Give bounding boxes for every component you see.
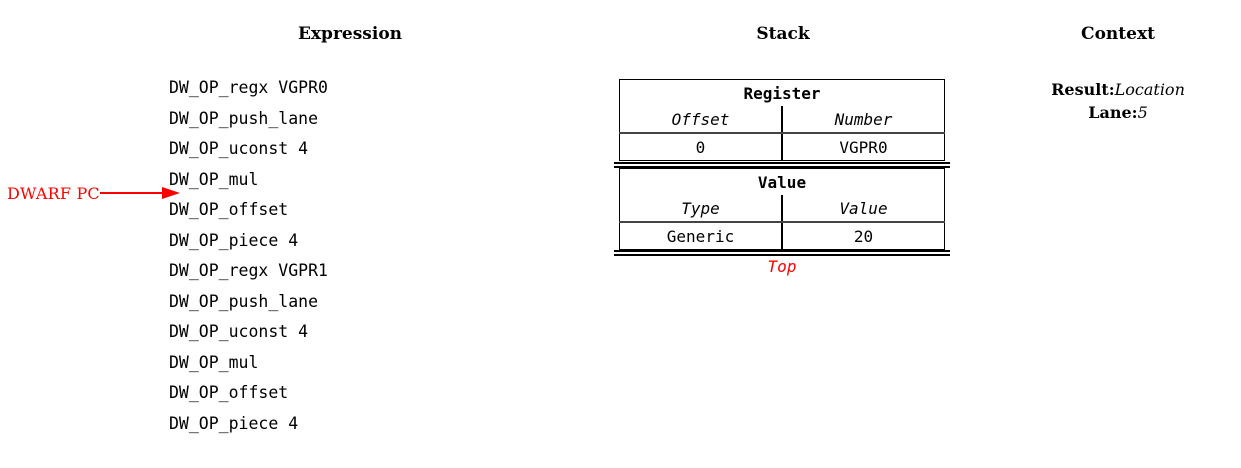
expression-line: DW_OP_push_lane <box>169 108 319 128</box>
stack-value-number: VGPR0 <box>781 133 945 161</box>
expression-line-current: DW_OP_offset <box>169 200 289 219</box>
context-column-heading: Context <box>1081 24 1155 44</box>
table-row-header: Type Value <box>619 195 945 223</box>
stack-column-heading: Stack <box>756 24 810 44</box>
context-block: Result:Location Lane:5 <box>1018 78 1218 124</box>
stack-column-header-value: Value <box>781 195 945 223</box>
expression-line: DW_OP_regx VGPR0 <box>169 78 328 97</box>
context-key-lane: Lane: <box>1088 103 1138 122</box>
expression-line: DW_OP_offset <box>169 383 289 402</box>
expression-listing: DW_OP_regx VGPR0 DW_OP_push_lane DW_OP_u… <box>169 73 499 439</box>
table-row-header: Offset Number <box>619 106 945 134</box>
expression-line: DW_OP_uconst 4 <box>169 322 309 341</box>
table-row-values: 0 VGPR0 <box>620 133 945 161</box>
expression-line: DW_OP_regx VGPR1 <box>169 261 328 280</box>
expression-line: DW_OP_uconst 4 <box>169 139 309 158</box>
arrow-right-icon <box>99 187 180 199</box>
expression-line: DW_OP_piece 4 <box>169 413 299 433</box>
table-row-values: Generic 20 <box>620 222 945 250</box>
stack-top-label: Top <box>767 257 797 276</box>
context-value-result: Location <box>1114 80 1185 99</box>
stack-entry-separator <box>614 161 950 168</box>
expression-line: DW_OP_mul <box>169 169 259 189</box>
stack-diagram: Register Offset Number 0 VGPR0 Value Typ… <box>614 79 950 276</box>
stack-entry-title: Register <box>743 83 821 103</box>
table-row-title: Register <box>620 80 945 107</box>
expression-line: DW_OP_piece 4 <box>169 230 299 250</box>
stack-column-header-type: Type <box>619 195 782 223</box>
stack-entry-register: Register Offset Number 0 VGPR0 <box>619 79 945 161</box>
context-value-lane: 5 <box>1137 103 1148 122</box>
context-key-result: Result: <box>1051 80 1115 99</box>
stack-column-header-number: Number <box>781 106 945 134</box>
stack-value-offset: 0 <box>695 137 706 157</box>
expression-line: DW_OP_mul <box>169 352 259 372</box>
dwarf-pc-pointer: DWARF PC <box>7 182 182 204</box>
table-row-title: Value <box>620 169 945 196</box>
expression-line: DW_OP_push_lane <box>169 291 319 311</box>
stack-entry-title: Value <box>757 172 807 192</box>
dwarf-pc-label: DWARF PC <box>7 183 100 203</box>
stack-value-value: 20 <box>781 222 945 250</box>
context-row-lane: Lane:5 <box>1018 101 1218 124</box>
expression-column-heading: Expression <box>297 24 403 44</box>
stack-value-type: Generic <box>666 226 735 246</box>
stack-bottom-rule <box>614 250 950 256</box>
stack-column-header-offset: Offset <box>619 106 782 134</box>
context-row-result: Result:Location <box>1018 78 1218 101</box>
stack-entry-value: Value Type Value Generic 20 <box>619 168 945 250</box>
